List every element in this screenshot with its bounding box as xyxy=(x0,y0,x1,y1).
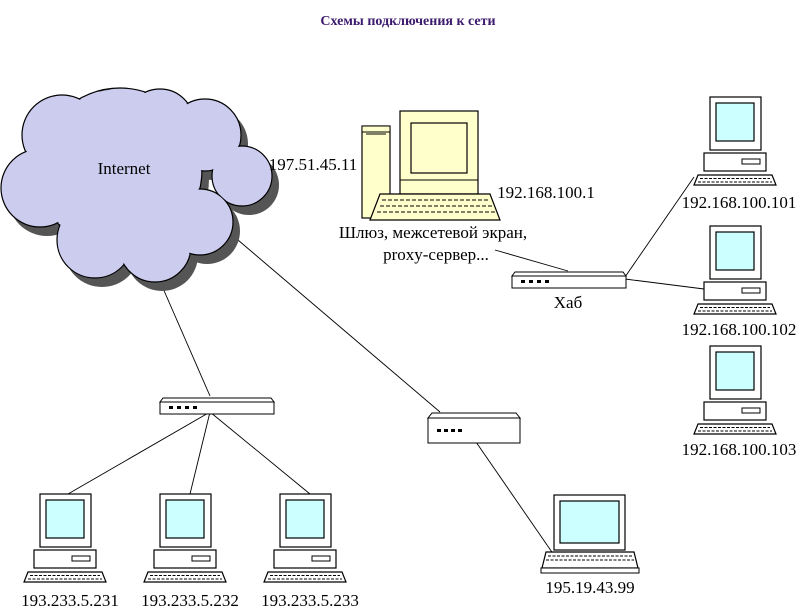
lan-host-ip: 192.168.100.101 xyxy=(682,193,797,212)
link-hub-to-lan-pc1 xyxy=(624,176,695,278)
gateway-keyboard xyxy=(369,193,501,221)
bottom-host-ip: 193.233.5.233 xyxy=(261,591,359,610)
link-hub-mid-to-laptop xyxy=(475,441,557,559)
link-cloud-to-hub-mid xyxy=(237,239,441,413)
bottom-host-ip: 193.233.5.232 xyxy=(141,591,239,610)
gateway-caption-line2: proxy-сервер... xyxy=(383,245,489,264)
link-gateway-to-hub xyxy=(494,249,569,272)
bottom-workstation-3: 193.233.5.233 xyxy=(261,493,359,610)
lan-workstation-2: 192.168.100.102 xyxy=(682,225,797,339)
gateway-ip-external: 197.51.45.11 xyxy=(269,155,358,174)
lan-host-ip: 192.168.100.103 xyxy=(682,440,797,459)
cloud-label: Internet xyxy=(98,159,151,178)
hub-middle xyxy=(426,412,522,444)
internet-cloud: Internet xyxy=(0,87,279,291)
connection-lines xyxy=(67,176,705,559)
gateway-workstation: 197.51.45.11 192.168.100.1 Шлюз, межсете… xyxy=(269,110,595,264)
hub-left xyxy=(159,397,275,415)
link-hub-left-to-pc2 xyxy=(189,411,211,495)
lan-workstation-1: 192.168.100.101 xyxy=(682,96,797,212)
bottom-host-ip: 193.233.5.231 xyxy=(21,591,119,610)
link-hub-left-to-cloud xyxy=(161,285,211,397)
page-title: Схемы подключения к сети xyxy=(320,14,495,29)
laptop-screen xyxy=(559,500,620,544)
lan-host-ip: 192.168.100.102 xyxy=(682,320,797,339)
link-hub-to-lan-pc2 xyxy=(624,278,705,290)
gateway-caption-line1: Шлюз, межсетевой экран, xyxy=(339,223,527,242)
lan-workstation-3: 192.168.100.103 xyxy=(682,345,797,459)
bottom-workstation-1: 193.233.5.231 xyxy=(21,493,119,610)
hub-label: Хаб xyxy=(554,293,582,312)
laptop: 195.19.43.99 xyxy=(540,494,640,597)
hub-lan: Хаб xyxy=(511,271,627,312)
link-hub-left-to-pc3 xyxy=(209,411,311,495)
bottom-workstation-2: 193.233.5.232 xyxy=(141,493,239,610)
gateway-ip-internal: 192.168.100.1 xyxy=(497,183,595,202)
laptop-ip: 195.19.43.99 xyxy=(545,578,634,597)
link-hub-left-to-pc1 xyxy=(67,411,211,495)
